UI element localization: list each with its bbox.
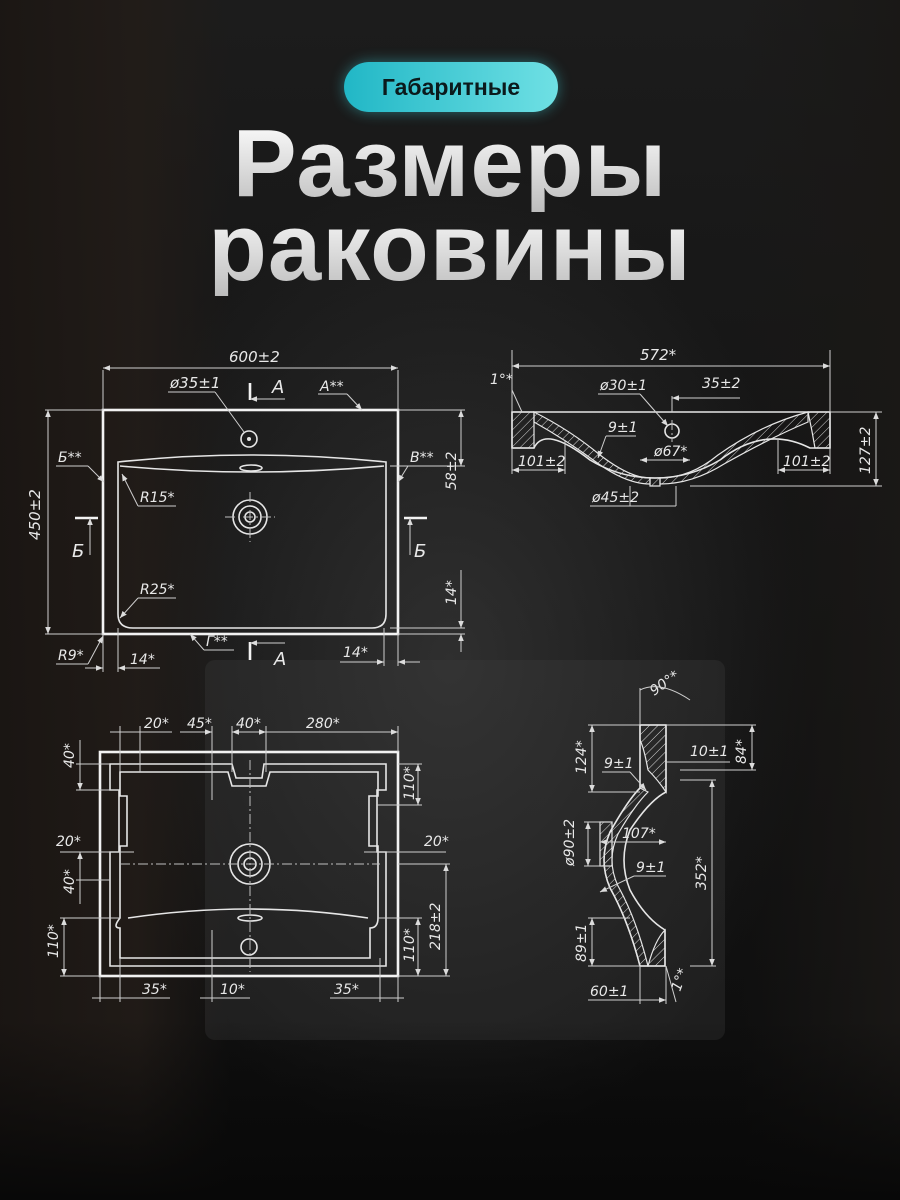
category-badge: Габаритные: [344, 62, 558, 112]
dim-bottom-10: 10*: [220, 982, 245, 998]
dim-bottom-110-right: 110*: [402, 928, 418, 962]
dim-width-572: 572*: [640, 346, 677, 364]
dim-profile-wall-mid: 9±1: [636, 860, 666, 876]
dim-profile-wall-top: 9±1: [604, 756, 634, 772]
dim-offset-14-right: 14*: [444, 580, 460, 605]
dim-profile-angle-1: 1°*: [669, 966, 692, 993]
dim-tap-offset-35: 35±2: [702, 376, 741, 392]
dim-tap-hole-35: ø35±1: [169, 374, 220, 392]
dim-width-600: 600±2: [229, 348, 280, 366]
dim-bottom-40-left-mid: 40*: [62, 869, 78, 894]
bowl-outline: [117, 454, 387, 629]
dim-offset-14-left: 14*: [130, 652, 155, 668]
dim-flat-101-right: 101±2: [783, 454, 830, 470]
dim-rim-58: 58±2: [444, 451, 460, 490]
dim-profile-drain-90: ø90±2: [562, 819, 578, 867]
bottom-frame-outer: [109, 763, 387, 967]
dim-bottom-280-top: 280*: [306, 716, 340, 732]
note-g: Г**: [206, 634, 228, 650]
side-section-view: 572* 1°* ø30±1 35±2 9±1 ø67* 101±2 101±2…: [490, 346, 882, 507]
radius-r15: R15*: [140, 490, 175, 506]
dim-drain-45: ø45±2: [591, 490, 639, 506]
dim-bottom-35-right: 35*: [334, 982, 359, 998]
note-b-left: Б**: [58, 450, 82, 466]
dim-profile-89: 89±1: [574, 924, 590, 962]
bottom-frame-inner: [115, 771, 379, 959]
dim-profile-124: 124*: [574, 740, 590, 774]
dim-bottom-20-left: 20*: [56, 834, 81, 850]
section-b-left: Б: [72, 541, 84, 562]
top-view: 600±2 ø35±1 A A** 450±2 Б** R15* R25* B*…: [26, 348, 465, 672]
bottom-tap-hole: [240, 938, 258, 956]
dim-tilt-1deg: 1°*: [490, 372, 513, 388]
note-a: A**: [319, 379, 344, 395]
profile-section-view: 90°* 124* 9±1 10±1 84* 107* ø90±2 9±1: [562, 668, 756, 1004]
note-v: B**: [410, 450, 434, 466]
background-floor: [0, 1020, 900, 1200]
radius-r25: R25*: [140, 582, 175, 598]
dim-profile-84: 84*: [734, 739, 750, 764]
dim-tap-30: ø30±1: [599, 378, 647, 394]
dim-angle-90: 90°*: [647, 668, 682, 699]
dim-drain-67: ø67*: [653, 444, 687, 460]
dim-bottom-40-top: 40*: [236, 716, 261, 732]
dim-wall-9-side: 9±1: [608, 420, 638, 436]
dim-profile-352: 352*: [694, 856, 710, 890]
background-wall-right: [740, 0, 900, 1200]
dim-profile-107: 107*: [622, 826, 656, 842]
overflow-slot: [239, 464, 263, 472]
dim-bottom-45-top: 45*: [187, 716, 212, 732]
dim-bottom-218-right: 218±2: [428, 903, 444, 950]
dim-profile-10: 10±1: [690, 744, 728, 760]
page-title-line1: Размеры: [0, 116, 900, 212]
section-b-right: Б: [414, 541, 426, 562]
dim-profile-60: 60±1: [590, 984, 628, 1000]
tap-hole: [240, 430, 258, 448]
dim-bottom-35-left: 35*: [142, 982, 167, 998]
dim-bottom-20-top: 20*: [144, 716, 169, 732]
section-a-bottom: A: [273, 649, 286, 670]
dim-bottom-110-right-top: 110*: [402, 766, 418, 800]
top-view-outline: [101, 408, 400, 636]
page-title-line2: раковины: [0, 200, 900, 296]
dim-flat-101-left: 101±2: [518, 454, 565, 470]
background-cabinet-left: [0, 0, 230, 1200]
dim-bottom-20-right: 20*: [424, 834, 449, 850]
radius-r9: R9*: [58, 648, 84, 664]
dim-bottom-40-left-top: 40*: [62, 743, 78, 768]
bottom-view: 20* 45* 40* 280* 40* 20* 40* 110* 110* 2…: [46, 716, 450, 1002]
section-a-top: A: [271, 377, 284, 398]
dim-bottom-110-left: 110*: [46, 924, 62, 958]
dim-height-127: 127±2: [858, 427, 874, 474]
dim-offset-14-bottom: 14*: [343, 645, 368, 661]
dim-depth-450: 450±2: [26, 489, 44, 540]
